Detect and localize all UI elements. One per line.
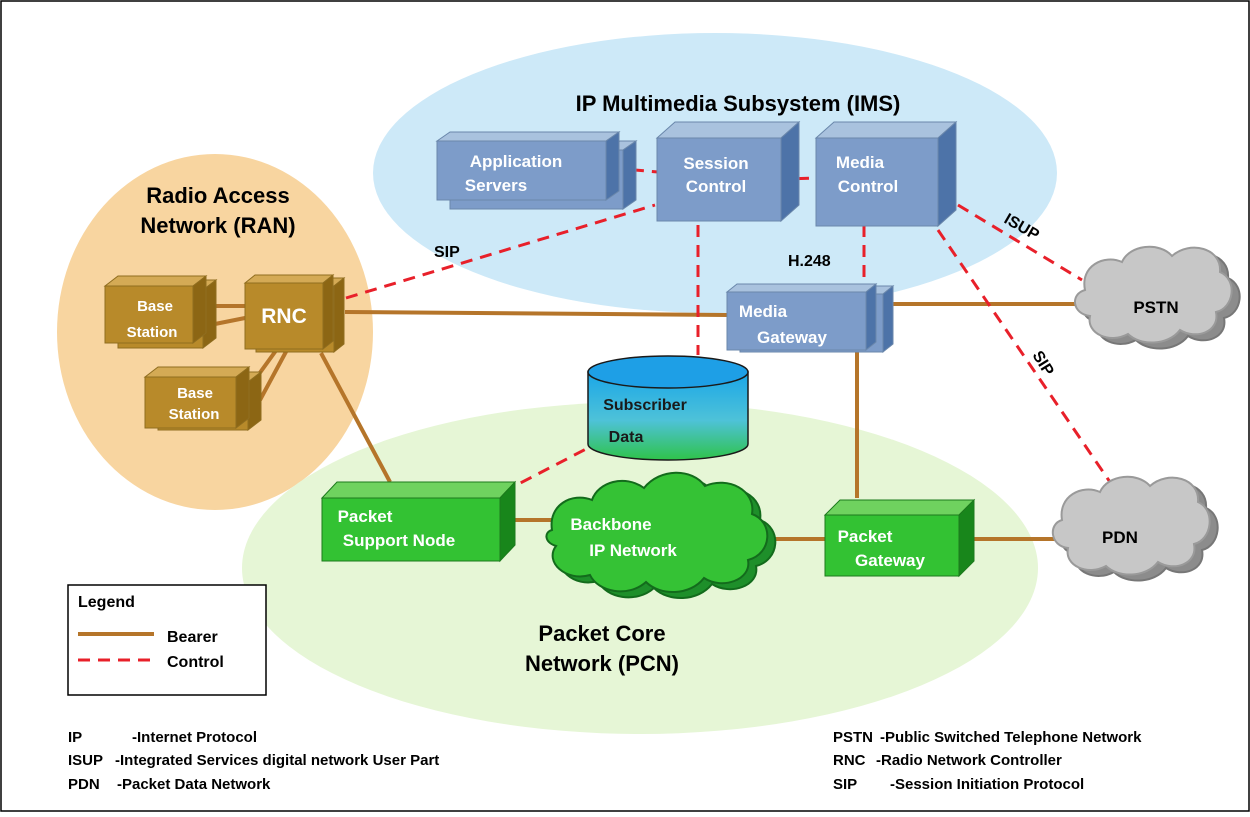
legend-bearer-label: Bearer xyxy=(167,629,218,646)
packet-gateway-label-line1: Packet xyxy=(838,527,893,546)
session-control-label-line1: Session xyxy=(683,154,748,173)
legend-box xyxy=(67,584,267,696)
abbr-rnc-term: RNC xyxy=(833,752,866,769)
abbr-pdn-term: PDN xyxy=(68,776,100,793)
control-link-rnc-session xyxy=(345,203,656,300)
packet-support-node: Packet Support Node xyxy=(320,480,517,563)
application-servers-label-line2: Servers xyxy=(465,176,527,195)
pstn-label: PSTN xyxy=(1133,298,1178,317)
bearer-link-rnc-mgw xyxy=(344,310,728,317)
pdn-label: PDN xyxy=(1102,528,1138,547)
base-station-2-node: Base Station xyxy=(143,365,263,432)
bearer-link-rnc-psn xyxy=(319,352,392,483)
media-control-label-line1: Media xyxy=(836,153,885,172)
packet-support-node-label-line2: Support Node xyxy=(343,531,455,550)
rnc-node: RNC xyxy=(243,273,346,354)
backbone-label-line2: IP Network xyxy=(589,541,677,560)
subscriber-data-node: Subscriber Data xyxy=(587,355,749,461)
abbr-isup-term: ISUP xyxy=(68,752,103,769)
pstn-cloud: PSTN xyxy=(1074,245,1241,350)
application-servers-label-line1: Application xyxy=(470,152,563,171)
bearer-link-bs2-rnc-2 xyxy=(258,347,290,401)
control-link-psn-subscriber xyxy=(502,446,589,494)
base-station-1-label-line1: Base xyxy=(137,298,173,315)
application-servers-node: Application Servers xyxy=(435,131,638,210)
packet-gateway-node: Packet Gateway xyxy=(823,498,976,578)
abbr-sip-desc: -Session Initiation Protocol xyxy=(890,776,1084,793)
packet-support-node-label-line1: Packet xyxy=(338,507,393,526)
legend-title: Legend xyxy=(78,594,135,611)
abbr-isup-desc: -Integrated Services digital network Use… xyxy=(115,752,439,769)
bearer-links xyxy=(204,302,1086,541)
abbr-rnc-desc: -Radio Network Controller xyxy=(876,752,1062,769)
rnc-label: RNC xyxy=(261,305,307,328)
subscriber-data-label-line1: Subscriber xyxy=(603,397,687,414)
pdn-cloud: PDN xyxy=(1052,475,1219,582)
legend: Legend Bearer Control xyxy=(67,584,267,696)
base-station-2-label-line2: Station xyxy=(169,406,220,423)
abbr-sip-term: SIP xyxy=(833,776,857,793)
pcn-title-line1: Packet Core xyxy=(538,621,665,646)
media-gateway-label-line1: Media xyxy=(739,302,788,321)
packet-gateway-label-line2: Gateway xyxy=(855,551,925,570)
session-control-label-line2: Control xyxy=(686,177,746,196)
base-station-1-label-line2: Station xyxy=(127,324,178,341)
subscriber-data-label-line2: Data xyxy=(609,429,644,446)
control-link-isup xyxy=(957,203,1083,282)
control-link-sip-pdn xyxy=(936,229,1114,486)
ran-title-line2: Network (RAN) xyxy=(140,213,295,238)
abbr-pstn-desc: -Public Switched Telephone Network xyxy=(880,729,1142,746)
media-gateway-node: Media Gateway xyxy=(725,282,895,354)
session-control-node: Session Control xyxy=(655,120,801,223)
abbr-ip-desc: -Internet Protocol xyxy=(132,729,257,746)
abbr-pstn-term: PSTN xyxy=(833,729,873,746)
pcn-title-line2: Network (PCN) xyxy=(525,651,679,676)
base-station-2-label-line1: Base xyxy=(177,385,213,402)
ran-title-line1: Radio Access xyxy=(146,183,289,208)
abbreviation-list: IP -Internet Protocol ISUP -Integrated S… xyxy=(68,729,1142,793)
backbone-label-line1: Backbone xyxy=(570,515,651,534)
media-control-label-line2: Control xyxy=(838,177,898,196)
ims-title: IP Multimedia Subsystem (IMS) xyxy=(576,91,901,116)
backbone-ip-network-node: Backbone IP Network xyxy=(545,471,777,600)
abbr-pdn-desc: -Packet Data Network xyxy=(117,776,271,793)
base-station-1-node: Base Station xyxy=(103,274,218,350)
link-label-sip-ran: SIP xyxy=(434,244,460,261)
media-control-node: Media Control xyxy=(814,120,958,228)
link-label-h248: H.248 xyxy=(788,253,831,270)
abbr-ip-term: IP xyxy=(68,729,82,746)
media-gateway-label-line2: Gateway xyxy=(757,328,827,347)
legend-control-label: Control xyxy=(167,654,224,671)
